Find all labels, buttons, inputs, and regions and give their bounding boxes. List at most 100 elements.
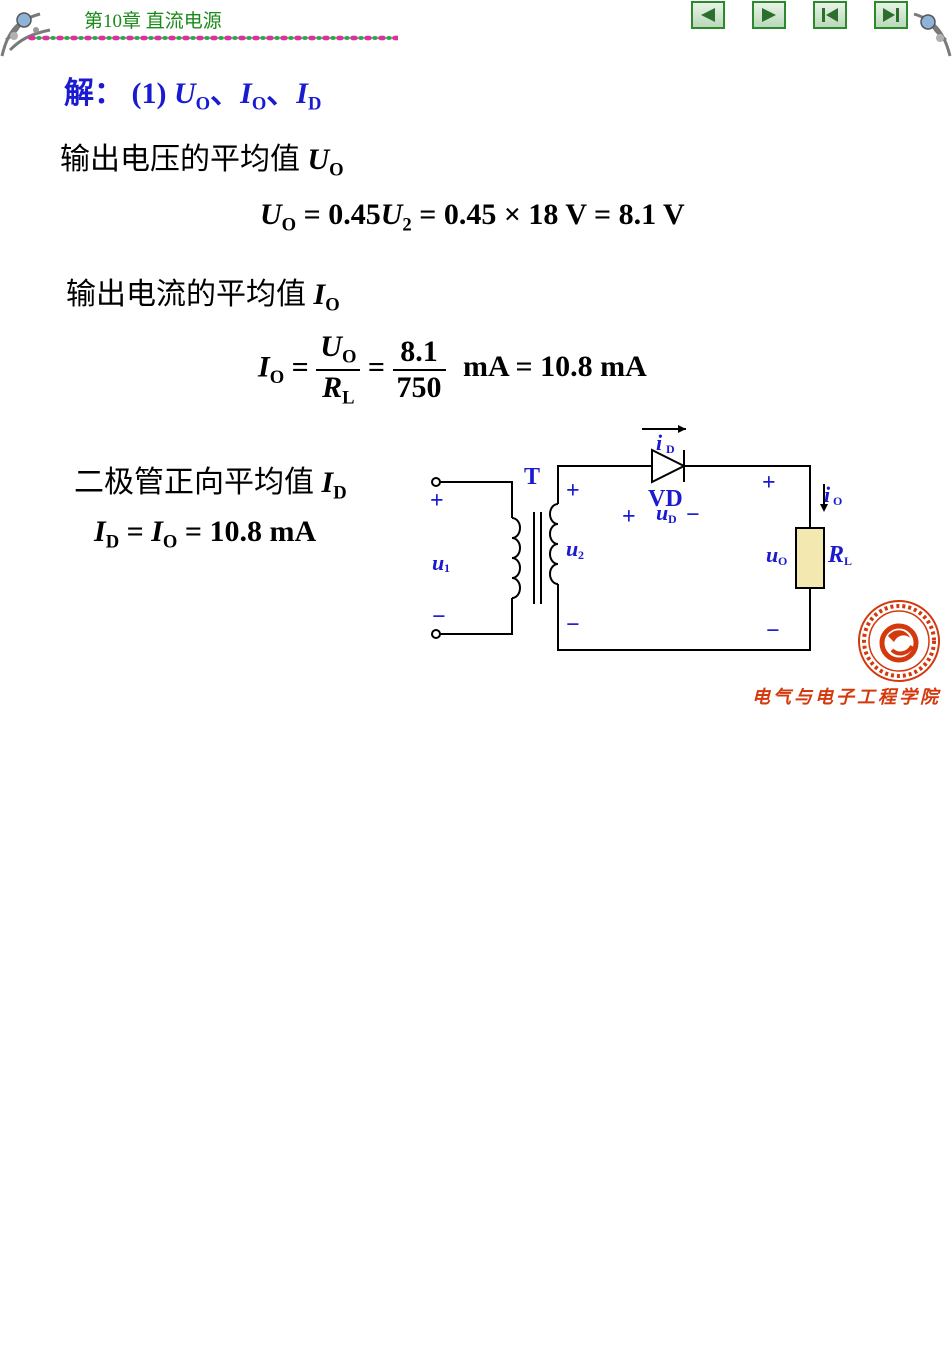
eq-u: U — [260, 198, 282, 231]
io-label: i — [824, 482, 831, 507]
secondary-coil — [549, 503, 559, 585]
u2-plus: + — [566, 478, 580, 504]
io-symbol-sub: O — [325, 294, 340, 316]
frac-num: U — [320, 330, 342, 363]
uo-sub: O — [778, 554, 787, 568]
separator: 、 — [266, 76, 297, 111]
u2-label: u — [566, 536, 578, 561]
corner-ornament-left — [0, 0, 60, 63]
university-logo — [858, 600, 940, 682]
u1-plus: + — [430, 488, 444, 514]
ud-sub: D — [668, 512, 677, 526]
uo-equation: UO = 0.45U2 = 0.45 × 18 V = 8.1 V — [260, 198, 685, 237]
io-symbol: I — [313, 278, 326, 311]
frac-den-value: 750 — [392, 368, 446, 405]
eq-i-sub: O — [269, 366, 285, 388]
io-label: 输出电流的平均值 — [66, 277, 306, 312]
u1-minus: − — [432, 604, 446, 630]
ud-plus: + — [622, 504, 636, 530]
id-label: 二极管正向平均值 — [74, 465, 314, 500]
var-sub: O — [251, 93, 267, 115]
first-page-button[interactable] — [813, 1, 847, 29]
load-resistor — [795, 527, 825, 589]
solution-heading: 解： (1) UO、IO、ID — [64, 68, 321, 116]
output-wire-top — [686, 465, 811, 528]
id-label: i — [656, 430, 663, 455]
rectifier-circuit: T VD i D i O + u 1 − + u 2 − + u D − + u… — [430, 425, 852, 651]
uo-label-line: 输出电压的平均值 UO — [60, 134, 344, 182]
eq-io: I — [151, 515, 163, 548]
last-page-button[interactable] — [874, 1, 908, 29]
part-number: (1) — [131, 77, 167, 110]
eq-term: = 0.45 — [303, 198, 381, 231]
input-terminal-bottom — [431, 629, 441, 639]
u2-minus: − — [566, 612, 580, 638]
prev-icon — [701, 8, 715, 22]
id-equation: ID = IO = 10.8 mA — [94, 515, 317, 553]
uo-minus: − — [766, 618, 780, 644]
solution-label: 解： — [64, 76, 124, 111]
eq-id-sub: D — [105, 531, 120, 553]
primary-wire-bottom — [440, 598, 513, 635]
frac-num-sub: O — [341, 346, 357, 368]
prev-button[interactable] — [691, 1, 725, 29]
ud-minus: − — [686, 502, 700, 528]
uo-label: 输出电压的平均值 — [60, 142, 300, 177]
u1-sub: 1 — [444, 561, 450, 575]
fraction-values: 8.1 750 — [392, 334, 446, 405]
id-label-line: 二极管正向平均值 ID — [74, 457, 347, 505]
uo-symbol-sub: O — [329, 159, 344, 181]
var-sub: D — [307, 93, 322, 115]
first-icon — [822, 8, 838, 22]
io-label-line: 输出电流的平均值 IO — [66, 269, 340, 317]
next-button[interactable] — [752, 1, 786, 29]
rl-label: R — [827, 542, 844, 568]
primary-coil — [511, 517, 521, 599]
eq-id: I — [94, 515, 106, 548]
id-symbol: I — [321, 466, 334, 499]
corner-ornament-right — [902, 0, 952, 63]
fraction-uo-rl: UO RL — [316, 330, 361, 409]
uo-symbol: U — [307, 143, 330, 176]
eq-i: I — [258, 350, 270, 384]
eq-u2: U — [380, 198, 403, 231]
diode-symbol — [651, 448, 687, 484]
eq-u2-sub: 2 — [402, 214, 412, 236]
secondary-wire-top — [557, 465, 650, 504]
u1-label: u — [432, 550, 444, 575]
ud-label: u — [656, 500, 668, 525]
school-name: 电气与电子工程学院 — [752, 687, 941, 708]
eq-u-sub: O — [281, 214, 297, 236]
io-arrow-head — [820, 504, 828, 512]
id-arrow-head — [678, 425, 686, 433]
io-equation: IO = UO RL = 8.1 750 mA = 10.8 mA — [258, 330, 647, 409]
primary-wire-top — [440, 481, 513, 518]
last-icon — [883, 8, 899, 22]
separator: 、 — [210, 76, 241, 111]
frac-den: R — [322, 370, 343, 404]
id-label-sub: D — [666, 442, 675, 456]
input-terminal-top — [431, 477, 441, 487]
decorative-dotted-line — [28, 35, 398, 41]
var-u: U — [173, 77, 196, 110]
transformer-label: T — [524, 464, 540, 490]
rl-sub: L — [844, 554, 852, 568]
bottom-wire — [557, 584, 811, 651]
var-i: I — [240, 77, 252, 110]
uo-plus: + — [762, 470, 776, 496]
io-result: mA = 10.8 mA — [463, 350, 647, 384]
var-i: I — [296, 77, 308, 110]
frac-num-value: 8.1 — [400, 334, 438, 368]
chapter-title: 第10章 直流电源 — [84, 11, 222, 32]
frac-den-sub: L — [342, 387, 355, 408]
id-result: = 10.8 mA — [184, 515, 317, 548]
uo-label: u — [766, 542, 778, 567]
io-label-sub: O — [833, 494, 842, 508]
eq-result: = 0.45 × 18 V = 8.1 V — [419, 198, 685, 231]
next-icon — [762, 8, 776, 22]
diode-label: VD — [648, 486, 683, 512]
eq-io-sub: O — [162, 531, 178, 553]
u2-sub: 2 — [578, 548, 584, 562]
var-sub: O — [195, 93, 211, 115]
id-symbol-sub: D — [333, 482, 347, 504]
